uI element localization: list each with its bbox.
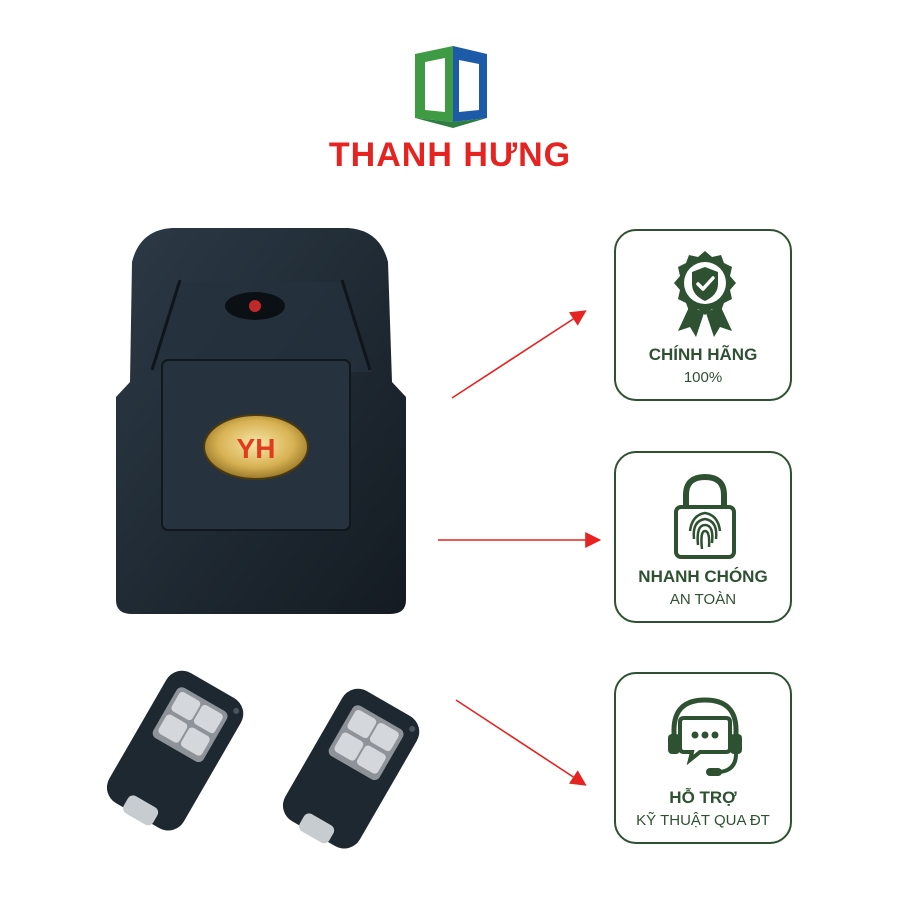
- arrow-to-feature-3: [455, 699, 587, 786]
- feature-subtitle: AN TOÀN: [669, 591, 737, 608]
- feature-title: CHÍNH HÃNG: [648, 345, 758, 364]
- feature-title: NHANH CHÓNG: [638, 567, 768, 586]
- feature-subtitle: 100%: [683, 369, 723, 386]
- feature-badge-support: HỖ TRỢ KỸ THUẬT QUA ĐT: [614, 672, 792, 844]
- feature-title: HỖ TRỢ: [669, 788, 737, 807]
- door-frame-logo-icon: [415, 46, 487, 128]
- receiver-unit-icon: YH: [116, 228, 406, 614]
- shield-award-icon: [674, 251, 736, 337]
- fingerprint-lock-icon: [674, 473, 736, 559]
- headset-chat-icon: [668, 697, 742, 776]
- feature-badge-genuine: CHÍNH HÃNG 100%: [614, 229, 792, 401]
- feature-subtitle: KỸ THUẬT QUA ĐT: [636, 812, 770, 829]
- brand-name: THANH HƯNG: [328, 136, 572, 174]
- key-remote-icon-2: [282, 688, 420, 849]
- feature-badge-fast-safe: NHANH CHÓNG AN TOÀN: [614, 451, 792, 623]
- receiver-label: YH: [237, 433, 276, 464]
- key-remote-icon: [106, 670, 244, 831]
- arrow-to-feature-1: [451, 310, 587, 399]
